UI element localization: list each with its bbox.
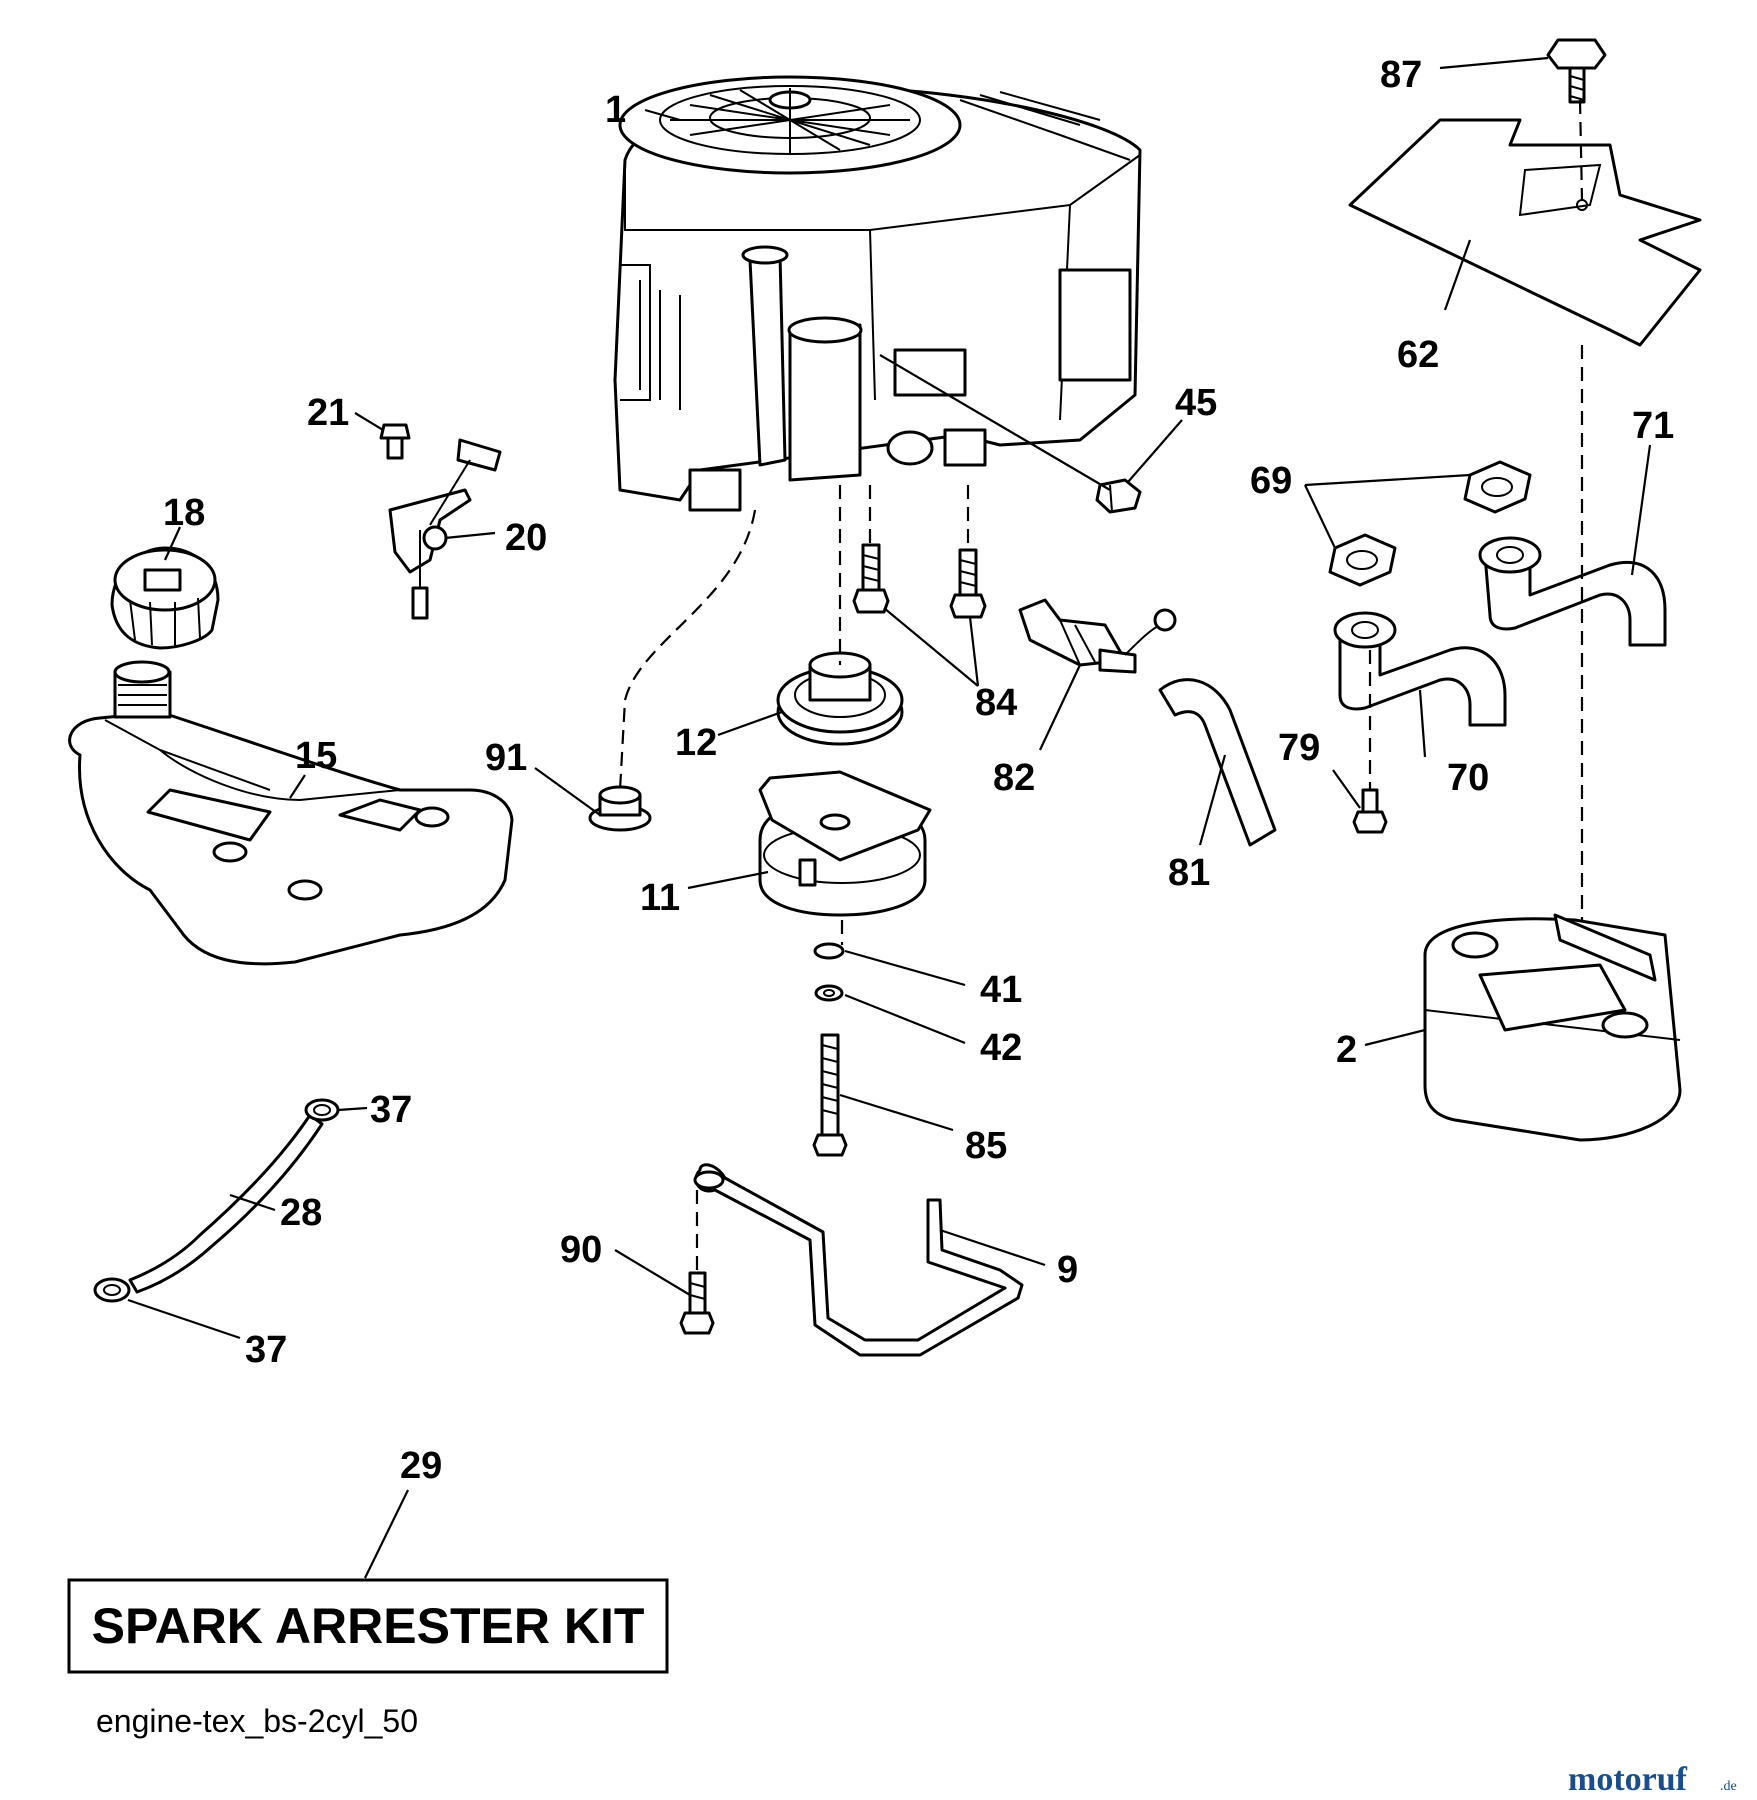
- callout-20: 20: [505, 517, 547, 559]
- drain-hose-part: [1158, 678, 1277, 847]
- watermark-logo: motoruf .de: [1568, 1761, 1737, 1798]
- bolt-84-left-part: [852, 543, 890, 614]
- bushing-91-part: [588, 785, 652, 832]
- gasket-69-part: [1328, 460, 1532, 587]
- callout-45: 45: [1175, 382, 1217, 424]
- kit-label: SPARK ARRESTER KIT: [92, 1598, 645, 1654]
- exhaust-pipe-71-part: [1478, 536, 1667, 647]
- callout-70: 70: [1447, 757, 1489, 799]
- pulley-part: [776, 651, 904, 746]
- exhaust-pipe-70-part: [1333, 611, 1507, 727]
- callout-42: 42: [980, 1027, 1022, 1069]
- callout-85: 85: [965, 1125, 1007, 1167]
- callout-2: 2: [1336, 1029, 1357, 1071]
- bolt-90-part: [679, 1271, 715, 1335]
- nut-45-part: [1095, 478, 1142, 514]
- watermark-suffix: .de: [1720, 1779, 1737, 1794]
- fuel-tank-part: [68, 660, 514, 966]
- bracket-rod-part: [693, 1163, 1024, 1357]
- callout-37-upper: 37: [370, 1089, 412, 1131]
- callout-9: 9: [1057, 1249, 1078, 1291]
- callout-81: 81: [1168, 852, 1210, 894]
- callout-11: 11: [640, 877, 680, 919]
- callout-1: 1: [605, 89, 626, 131]
- callout-87: 87: [1380, 54, 1422, 96]
- callout-69: 69: [1250, 460, 1292, 502]
- callout-28: 28: [280, 1192, 322, 1234]
- bolt-79-part: [1352, 788, 1388, 834]
- callout-12: 12: [675, 722, 717, 764]
- heat-shield-part: [1348, 118, 1702, 347]
- washer-42-part: [814, 984, 844, 1002]
- assembly-lines: [618, 99, 1584, 1273]
- hose-clamp-37-upper-part: [304, 1098, 340, 1122]
- fuel-cap-part: [110, 546, 220, 650]
- callout-90: 90: [560, 1229, 602, 1271]
- callout-84: 84: [975, 682, 1017, 724]
- bolt-87-part: [1546, 38, 1607, 104]
- callout-62: 62: [1397, 334, 1439, 376]
- muffler-part: [1423, 913, 1682, 1142]
- throttle-control-part: [379, 423, 502, 620]
- fuel-line-part: [128, 1113, 324, 1294]
- callout-41: 41: [980, 969, 1022, 1011]
- watermark-main: motoruf: [1568, 1761, 1688, 1798]
- engine-part: [613, 75, 1142, 512]
- leader-lines: [127, 56, 1652, 1579]
- callout-29: 29: [400, 1445, 442, 1487]
- diagram-name: engine-tex_bs-2cyl_50: [96, 1703, 418, 1739]
- electric-clutch-part: [758, 770, 932, 917]
- washer-41-part: [813, 942, 845, 960]
- bolt-85-part: [812, 1033, 848, 1157]
- callout-labels: 1 87 62 45 71 69 21 18 20 84 82 12 91 15…: [163, 54, 1674, 1487]
- oil-drain-valve-part: [1018, 598, 1177, 674]
- callout-37-lower: 37: [245, 1329, 287, 1371]
- bolt-84-right-part: [949, 548, 987, 619]
- hose-clamp-37-lower-part: [93, 1277, 131, 1303]
- callout-79: 79: [1278, 727, 1320, 769]
- callout-91: 91: [485, 737, 527, 779]
- callout-15: 15: [295, 735, 337, 777]
- callout-21: 21: [307, 392, 349, 434]
- callout-82: 82: [993, 757, 1035, 799]
- callout-18: 18: [163, 492, 205, 534]
- callout-71: 71: [1632, 405, 1674, 447]
- spark-arrester-kit-box: SPARK ARRESTER KIT: [67, 1578, 669, 1674]
